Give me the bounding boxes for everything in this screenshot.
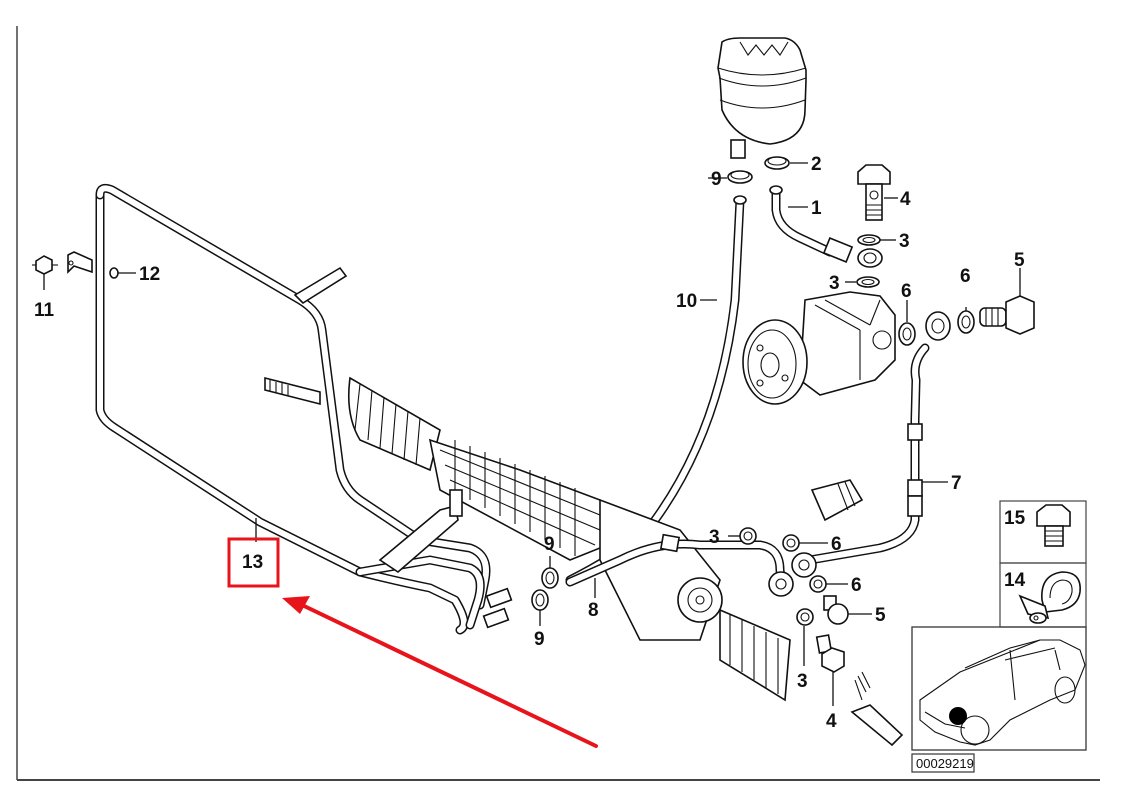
callout-10[interactable]: 10 bbox=[676, 291, 697, 312]
pressure-hose-7[interactable] bbox=[805, 343, 930, 565]
callout-8[interactable]: 8 bbox=[588, 600, 599, 621]
callout-6a[interactable]: 6 bbox=[901, 281, 912, 302]
rubber-mount-11[interactable] bbox=[32, 255, 58, 275]
car-outline-icon bbox=[919, 639, 1086, 746]
callout-14[interactable]: 14 bbox=[1004, 570, 1026, 591]
power-steering-pump[interactable] bbox=[742, 291, 896, 405]
seal-ring-6-pump-b[interactable] bbox=[957, 310, 975, 334]
seal-ring-6-low[interactable] bbox=[809, 575, 827, 593]
hose-clamp-2[interactable] bbox=[764, 156, 790, 170]
callout-15[interactable]: 15 bbox=[1004, 508, 1026, 529]
location-marker-dot bbox=[949, 707, 967, 725]
callout-9b[interactable]: 9 bbox=[544, 534, 555, 555]
seal-ring-3-mid[interactable] bbox=[739, 527, 757, 545]
seal-ring-3-upper[interactable] bbox=[857, 234, 881, 246]
seal-ring-6-mid[interactable] bbox=[782, 534, 800, 552]
callout-4a[interactable]: 4 bbox=[900, 189, 911, 210]
highlight-arrow-head bbox=[282, 596, 310, 614]
hose-clip-14[interactable] bbox=[1018, 571, 1081, 624]
return-hose-8[interactable] bbox=[565, 533, 787, 590]
leader-lines bbox=[43, 162, 1021, 706]
callout-5b[interactable]: 5 bbox=[875, 605, 886, 626]
banjo-bolt-5-top[interactable] bbox=[979, 295, 1035, 335]
nut-12[interactable] bbox=[109, 267, 119, 279]
highlight-arrow-line bbox=[298, 602, 598, 748]
callout-12[interactable]: 12 bbox=[139, 264, 160, 285]
banjo-fitting-rack-a[interactable] bbox=[791, 552, 817, 578]
callout-3b[interactable]: 3 bbox=[829, 273, 840, 294]
callout-7[interactable]: 7 bbox=[951, 473, 962, 494]
vehicle-locator-inset bbox=[911, 626, 1087, 751]
banjo-bolt-4-top[interactable] bbox=[857, 164, 891, 221]
callout-6c[interactable]: 6 bbox=[831, 534, 842, 555]
callout-labels: 1 2 3 3 3 3 4 4 5 5 6 6 6 6 7 8 9 9 9 10… bbox=[34, 154, 1026, 732]
cooling-coil-13[interactable] bbox=[95, 183, 513, 635]
inset-box-14 bbox=[999, 562, 1087, 628]
fluid-reservoir[interactable] bbox=[717, 37, 807, 159]
seal-ring-3-low[interactable] bbox=[796, 608, 814, 626]
banjo-fitting-pump[interactable] bbox=[925, 311, 951, 341]
callout-4b[interactable]: 4 bbox=[826, 711, 837, 732]
banjo-fitting-rack-b[interactable] bbox=[768, 571, 794, 597]
callout-6b[interactable]: 6 bbox=[960, 266, 971, 287]
highlight-box-13 bbox=[227, 537, 280, 588]
banjo-bolt-5-low[interactable] bbox=[823, 595, 849, 625]
hex-bolt-15[interactable] bbox=[1036, 504, 1071, 547]
callout-3c[interactable]: 3 bbox=[709, 527, 720, 548]
callout-11[interactable]: 11 bbox=[34, 300, 55, 321]
callout-3a[interactable]: 3 bbox=[899, 231, 910, 252]
callout-9c[interactable]: 9 bbox=[534, 629, 545, 650]
inset-box-15 bbox=[999, 500, 1087, 564]
callout-6d[interactable]: 6 bbox=[851, 575, 862, 596]
banjo-bolt-4-low[interactable] bbox=[815, 634, 845, 673]
hose-clamp-9-top[interactable] bbox=[727, 170, 753, 184]
reference-number: 00029219 bbox=[916, 756, 974, 771]
reference-number-box: 00029219 bbox=[911, 753, 975, 773]
seal-ring-3-lower[interactable] bbox=[856, 276, 880, 288]
suction-hose-1[interactable] bbox=[769, 185, 883, 268]
hose-clamp-9-lower[interactable] bbox=[531, 589, 549, 611]
callout-13[interactable]: 13 bbox=[242, 552, 263, 573]
callout-9a[interactable]: 9 bbox=[711, 169, 722, 190]
mount-bracket bbox=[67, 251, 93, 274]
callout-1[interactable]: 1 bbox=[811, 198, 822, 219]
callout-2[interactable]: 2 bbox=[811, 154, 822, 175]
highlight-annotation bbox=[227, 537, 598, 748]
callout-5a[interactable]: 5 bbox=[1014, 250, 1025, 271]
hose-clamp-9-upper[interactable] bbox=[541, 567, 559, 589]
seal-ring-6-pump-a[interactable] bbox=[898, 322, 916, 346]
callout-3d[interactable]: 3 bbox=[797, 671, 808, 692]
steering-rack[interactable] bbox=[264, 376, 904, 747]
